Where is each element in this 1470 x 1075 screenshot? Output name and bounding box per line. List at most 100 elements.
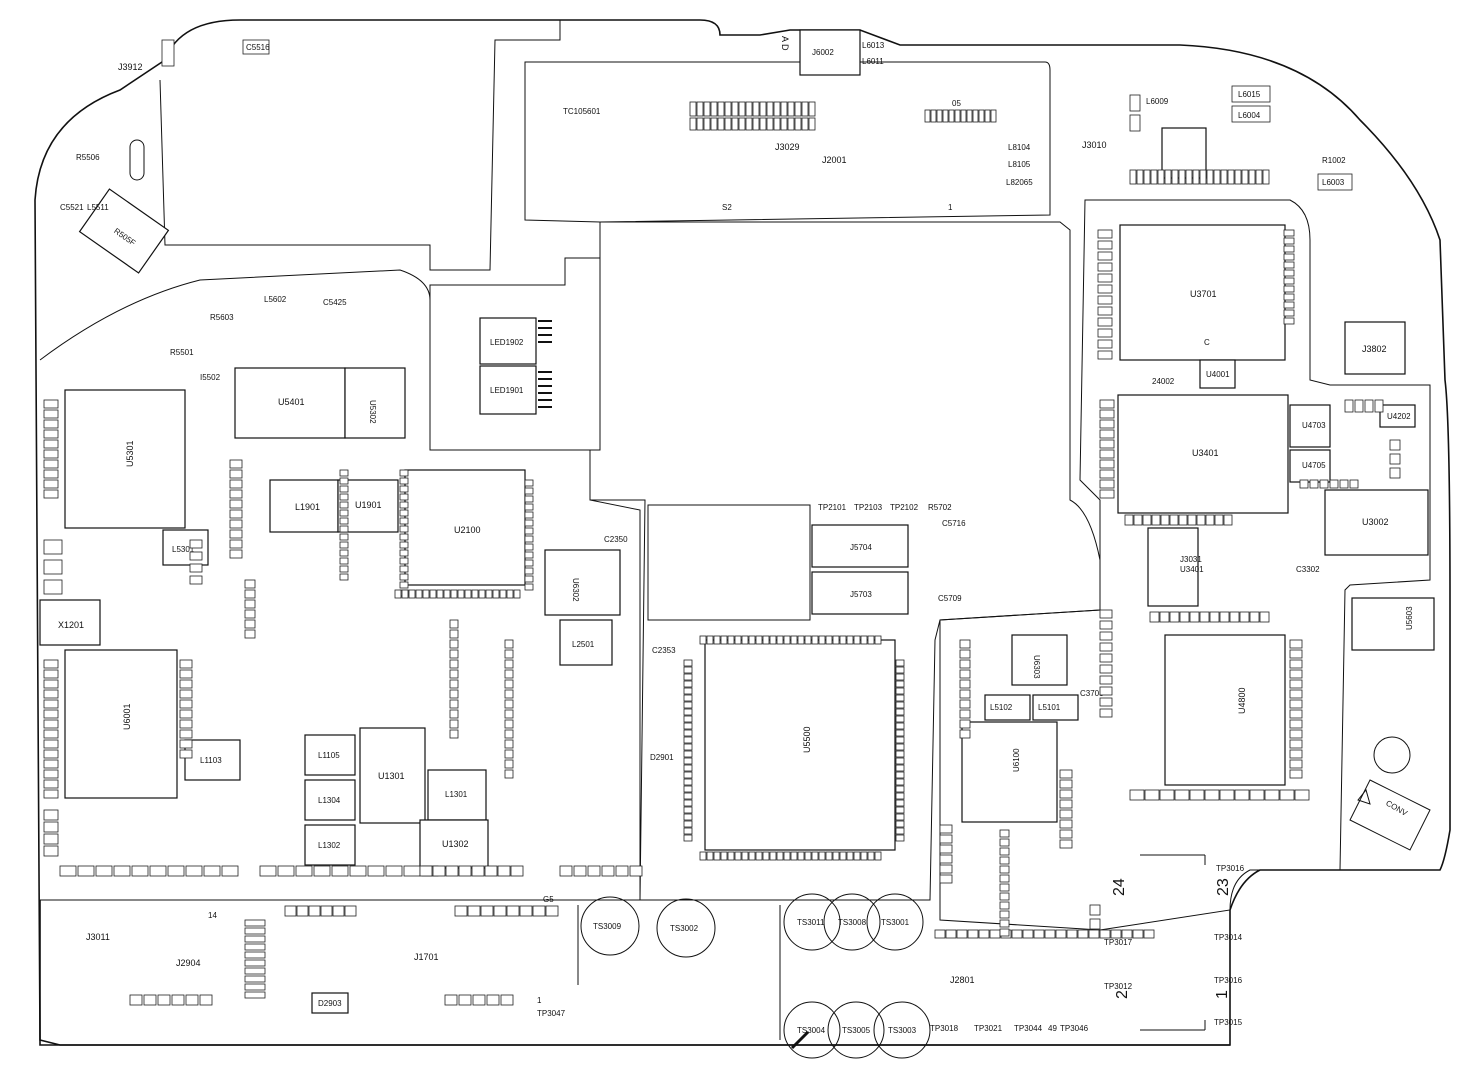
- small-pad: [1219, 611, 1230, 623]
- small-pad: [895, 813, 905, 821]
- chip-u5603: [1351, 597, 1435, 651]
- small-pad: [1055, 929, 1067, 939]
- small-pad: [956, 929, 968, 939]
- label-u4800: U4800: [1237, 687, 1247, 714]
- small-pad: [399, 557, 409, 565]
- small-pad: [559, 865, 573, 877]
- small-pad: [1097, 350, 1113, 360]
- label-r1002: R1002: [1322, 156, 1346, 165]
- small-pad: [43, 729, 59, 739]
- label-l5301: L5301: [172, 545, 195, 554]
- small-pad: [492, 589, 500, 599]
- small-pad: [1344, 399, 1354, 413]
- label-led1901: LED1901: [490, 386, 524, 395]
- small-pad: [1289, 769, 1303, 779]
- small-pad: [999, 928, 1010, 937]
- chip-led1901: [479, 365, 537, 415]
- small-pad: [415, 589, 423, 599]
- small-pad: [458, 865, 472, 877]
- small-pad: [524, 535, 534, 543]
- chip-r505f: [78, 188, 170, 274]
- label-l8105: L8105: [1008, 160, 1031, 169]
- small-pad: [399, 565, 409, 573]
- small-pad: [1279, 789, 1295, 801]
- label-24002: 24002: [1152, 377, 1175, 386]
- label-tp3016b: TP3016: [1214, 976, 1243, 985]
- small-pad: [717, 117, 725, 131]
- small-pad: [449, 709, 459, 719]
- small-pad: [443, 589, 451, 599]
- small-pad: [727, 635, 735, 645]
- small-pad: [954, 109, 961, 123]
- small-pad: [524, 519, 534, 527]
- label-tp3016a: TP3016: [1216, 864, 1245, 873]
- small-pad: [1059, 819, 1073, 829]
- label-tp3021: TP3021: [974, 1024, 1003, 1033]
- small-pad: [811, 635, 819, 645]
- small-pad: [1283, 285, 1295, 293]
- small-pad: [990, 109, 997, 123]
- small-pad: [399, 533, 409, 541]
- small-pad: [1033, 929, 1045, 939]
- small-pad: [683, 778, 693, 786]
- conv-rect: [1349, 779, 1431, 851]
- small-pad: [959, 649, 971, 659]
- small-pad: [978, 929, 990, 939]
- label-j3029: J3029: [775, 142, 800, 152]
- small-pad: [755, 851, 763, 861]
- small-pad: [1097, 262, 1113, 272]
- small-pad: [780, 117, 788, 131]
- small-pad: [1129, 114, 1141, 132]
- small-pad: [504, 749, 514, 759]
- small-pad: [683, 827, 693, 835]
- small-pad: [710, 101, 718, 117]
- label-j5703: J5703: [850, 590, 872, 599]
- small-pad: [832, 635, 840, 645]
- small-pad: [1209, 611, 1220, 623]
- label-d2903: D2903: [318, 999, 342, 1008]
- label-ts3011: TS3011: [797, 918, 825, 927]
- label-l2501: L2501: [572, 640, 595, 649]
- small-pad: [229, 489, 243, 499]
- label-u1302: U1302: [442, 839, 469, 849]
- label-j3802: J3802: [1362, 344, 1387, 354]
- small-pad: [1283, 237, 1295, 245]
- chip-l2501: [559, 619, 613, 666]
- small-pad: [1143, 929, 1155, 939]
- small-pad: [1151, 514, 1161, 526]
- label-u6100: U6100: [1012, 748, 1021, 772]
- small-pad: [713, 851, 721, 861]
- small-pad: [808, 101, 816, 117]
- label-l82065: L82065: [1006, 178, 1033, 187]
- small-pad: [295, 865, 313, 877]
- small-pad: [773, 101, 781, 117]
- label-l5101: L5101: [1038, 703, 1061, 712]
- small-pad: [1283, 309, 1295, 317]
- chip-l1301: [427, 769, 487, 821]
- small-pad: [229, 539, 243, 549]
- small-pad: [504, 699, 514, 709]
- conv-circle: [1373, 736, 1411, 774]
- small-pad: [710, 117, 718, 131]
- small-pad: [524, 495, 534, 503]
- small-pad: [936, 109, 943, 123]
- small-pad: [493, 905, 507, 917]
- chip-u1301: [359, 727, 426, 824]
- label-j5704: J5704: [850, 543, 872, 552]
- small-pad: [683, 799, 693, 807]
- small-pad: [1234, 169, 1242, 185]
- small-pad: [1283, 269, 1295, 277]
- small-pad: [748, 635, 756, 645]
- small-pad: [797, 635, 805, 645]
- small-pad: [1089, 904, 1101, 916]
- small-pad: [930, 109, 937, 123]
- label-u5603: U5603: [1405, 606, 1414, 630]
- small-pad: [1354, 399, 1364, 413]
- small-pad: [989, 929, 1001, 939]
- small-pad: [1319, 479, 1329, 489]
- small-pad: [895, 715, 905, 723]
- small-pad: [43, 459, 59, 469]
- small-pad: [959, 699, 971, 709]
- small-pad: [615, 865, 629, 877]
- small-pad: [471, 865, 485, 877]
